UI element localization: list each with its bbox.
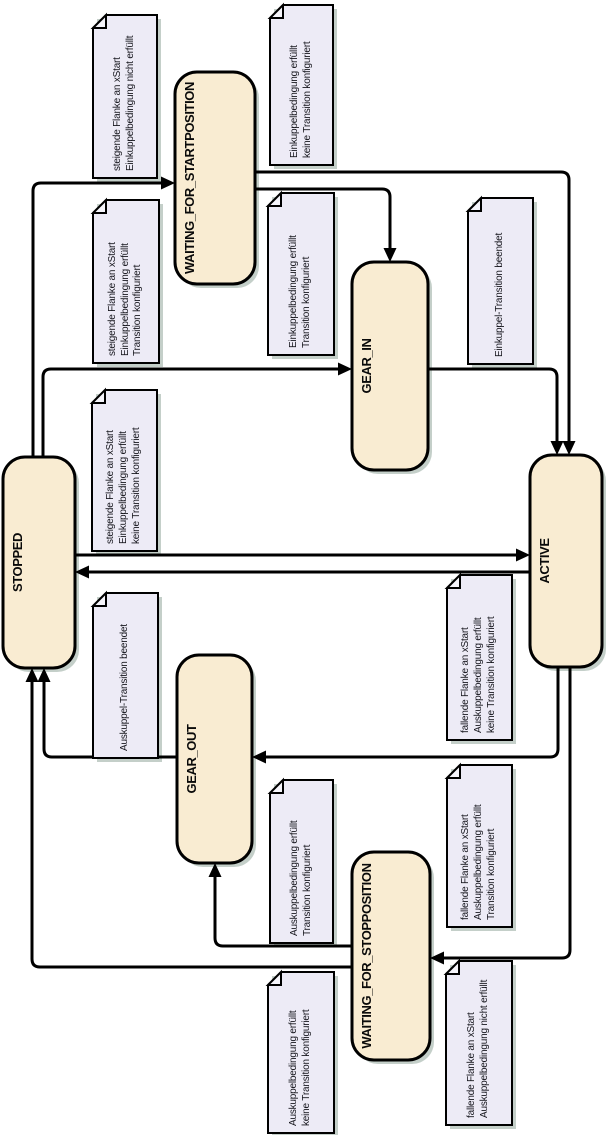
arrowhead: [208, 863, 222, 877]
arrowhead: [383, 248, 397, 262]
arrowhead: [75, 565, 89, 579]
note-shape: [90, 590, 159, 759]
arrowhead: [161, 176, 175, 190]
edge-waiting-for-startposition-to-gear-in: [255, 187, 397, 262]
note-shape: [90, 197, 160, 364]
state-shapes: [1, 70, 604, 1062]
note-fold-icon: [443, 958, 460, 975]
note-shape: [90, 12, 158, 179]
note-shape: [444, 572, 513, 741]
note-fold-icon: [265, 190, 282, 207]
edge-active-to-waiting-for-stopposition: [430, 667, 572, 965]
note-fold-icon: [265, 969, 282, 986]
note-fold-icon: [90, 12, 107, 29]
arrowhead: [550, 441, 564, 455]
edge-waiting-for-stopposition-to-gear-out: [208, 863, 352, 948]
note-fold-icon: [267, 2, 284, 19]
note-fold-icon: [90, 197, 107, 214]
edge-waiting-for-startposition-to-active: [255, 170, 576, 455]
note-fold-icon: [444, 572, 461, 589]
edge-stopped-to-waiting-for-startposition: [31, 176, 175, 457]
edge-stopped-to-active: [75, 548, 530, 562]
note-shape: [265, 190, 335, 356]
note-shapes: [89, 2, 534, 1134]
edge-waiting-for-stopposition-to-stopped: [25, 668, 352, 969]
edge-gear-out-to-stopped: [37, 668, 177, 759]
arrowhead: [25, 668, 39, 682]
transition-edges: [25, 170, 576, 969]
state-waiting-for-stopposition-shape: [350, 850, 432, 1062]
arrowhead: [430, 951, 444, 965]
arrowhead: [37, 668, 51, 682]
state-active-shape: [528, 453, 604, 669]
state-stopped-shape: [1, 455, 77, 670]
note-shape: [265, 969, 335, 1134]
note-shape: [89, 387, 158, 552]
edge-active-to-gear-out: [252, 667, 560, 764]
arrowhead: [252, 750, 266, 764]
arrowhead: [516, 548, 530, 562]
state-gear-in-shape: [350, 260, 430, 472]
note-shape: [267, 777, 334, 944]
note-shape: [465, 195, 534, 365]
note-shape: [444, 762, 513, 928]
note-shape: [443, 958, 513, 1126]
note-fold-icon: [89, 387, 106, 404]
note-fold-icon: [444, 762, 461, 779]
arrowhead: [562, 441, 576, 455]
arrowhead: [338, 362, 352, 376]
edge-active-to-stopped: [75, 565, 530, 579]
note-fold-icon: [267, 777, 284, 794]
edge-stopped-to-gear-in: [41, 362, 352, 457]
state-gear-out-shape: [175, 653, 254, 865]
edge-gear-in-to-active: [428, 367, 564, 455]
note-fold-icon: [465, 195, 482, 212]
note-fold-icon: [90, 590, 107, 607]
state-waiting-for-startposition-shape: [173, 70, 257, 286]
note-shape: [267, 2, 334, 166]
